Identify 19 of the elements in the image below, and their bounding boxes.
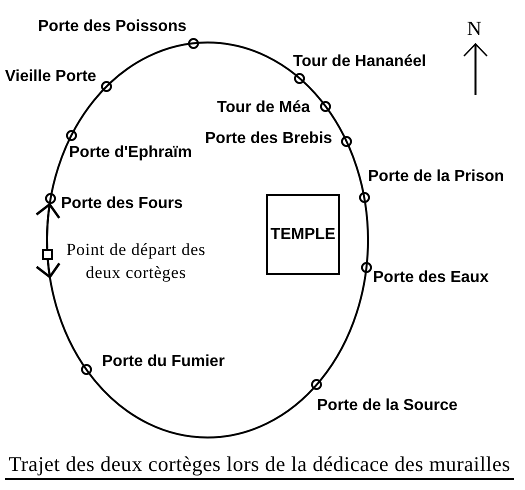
gate-label: Vieille Porte [5, 68, 96, 86]
gate-label: Porte du Fumier [102, 353, 225, 371]
route-arrow [35, 259, 61, 278]
route-arrow [35, 203, 61, 248]
caption: Trajet des deux cortèges lors de la dédicace des murailles [5, 452, 514, 480]
node-label: TEMPLE [270, 226, 336, 244]
gate-label: Porte de la Prison [368, 168, 504, 186]
gate-label: Tour de Méa [217, 99, 310, 117]
gate-label: Porte des Eaux [373, 269, 489, 287]
gate-label: Porte de la Source [317, 397, 458, 415]
gate-label: Porte des Poissons [38, 18, 186, 36]
compass-label: N [467, 19, 482, 39]
gate-label: Porte des Fours [61, 195, 183, 213]
gate-label: Porte d'Ephraïm [69, 144, 192, 162]
gate-label: Porte des Brebis [205, 130, 332, 148]
start-point-label: Point de départ des deux cortèges [65, 239, 207, 284]
start-marker [42, 248, 54, 260]
gate-label: Tour de Hananéel [293, 53, 426, 71]
temple-box [266, 194, 340, 275]
